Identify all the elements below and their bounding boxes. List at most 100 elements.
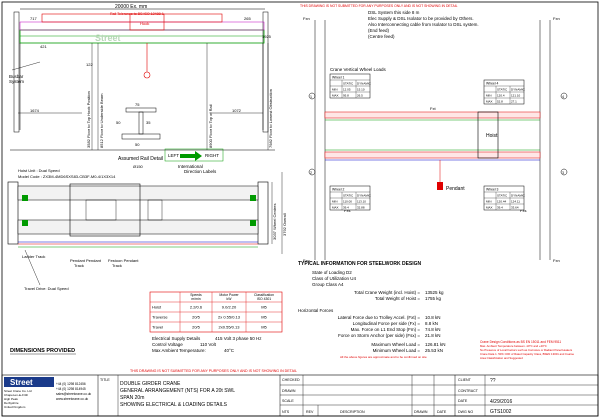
group-class: Group Class A4 — [312, 282, 344, 287]
wheel-box-r2a: MAX — [332, 206, 339, 210]
plan-trolley — [69, 183, 141, 237]
wheel-box-r2b: 95.8 — [343, 94, 349, 98]
rail-dim-bottom: 50 — [135, 142, 140, 147]
wheel-box-r1c: 15.10 — [357, 88, 365, 92]
note-1: DSL System this side 8 m — [368, 10, 420, 15]
force-fxn-right: Fxn — [553, 16, 560, 21]
longitudinal-force-label: Longitudinal Force per side (Fx) = — [353, 321, 421, 326]
street-watermark: Street — [95, 33, 121, 43]
hook-icon — [143, 71, 151, 79]
dim-1072: 1072 — [232, 108, 242, 113]
wheel-box-h2: DYNAMIC — [511, 88, 526, 92]
rev-header: REV — [306, 410, 314, 414]
notice-top: THIS DRAWING IS NOT SUBMITTED FOR ANY PU… — [300, 4, 458, 8]
pendant-label: Pendant — [446, 186, 465, 192]
hook-label: Hook — [140, 21, 149, 26]
force-fxs-left: Fxs — [344, 208, 350, 213]
design-note-c: Crane Data 1. 50% CDF of Rated Capacity … — [480, 352, 574, 356]
perf-header-2: kW — [227, 297, 233, 301]
crane-elevation: 20000 Ex. mm Rail Tolerance to BS ISO 12… — [9, 4, 275, 169]
ambient-temp-value: 40°C — [224, 348, 235, 353]
logo-text: Street — [10, 378, 33, 387]
floor-to-obstruction-dim: 7982 Floor to Lowest Obstruction — [268, 89, 273, 148]
wheel-box-r1c: 124.11 — [511, 200, 520, 204]
title-block: Street Street Crane Co. Ltd Chapel-en-le… — [1, 374, 599, 417]
street-logo — [4, 377, 54, 387]
wheel-box-h1: STATIC — [343, 194, 354, 198]
total-weight-label: Total Crane Weight (incl. Hoist) = — [354, 290, 420, 295]
dim-421: 421 — [40, 44, 47, 49]
wheel-box-r1b: 12.05 — [343, 88, 351, 92]
overall-dim: 3792 Overall — [282, 213, 287, 236]
notice-bottom: THIS DRAWING IS NOT SUBMITTED FOR ANY PU… — [130, 369, 297, 373]
wheel-loads-title: Crane Vertical Wheel Loads — [330, 67, 387, 72]
drawing-title-3: SPAN 20m — [120, 395, 144, 401]
hoist-weight-label: Total Weight of Hoist = — [375, 296, 420, 301]
wheel-box-r2a: MAX — [486, 206, 493, 210]
assumed-rail-detail: 75 35 50 50 Assumed Rail Detail Ø150 — [116, 102, 163, 169]
title-label: TITLE — [100, 378, 110, 382]
wheel-box-id: Wheel 3 — [486, 188, 499, 192]
model-code-label: Model Code : ZX3M-4MD6SXS83-CB3F-M0-4/1X… — [18, 174, 116, 179]
wheel-box-r2b: 52.8 — [497, 100, 503, 104]
state-of-loading: State of Loading D2 — [312, 270, 352, 275]
steelwork-title: TYPICAL INFORMATION FOR STEELWORK DESIGN — [298, 261, 422, 267]
ambient-temp-label: Max Ambient Temperature: — [152, 348, 206, 353]
longitudinal-force-value: 8.8 kN — [425, 321, 438, 326]
drawn-header: DRAWN — [414, 410, 428, 414]
date-label: DATE — [458, 399, 468, 403]
rail-detail-caption: Assumed Rail Detail — [118, 156, 163, 162]
perf-cell: 2.2/0.6 — [190, 305, 203, 310]
horizontal-forces-heading: Horizontal Forces — [298, 308, 334, 313]
address-2: High Peak — [4, 397, 18, 401]
electrical-supply-value: 415 Volt 3 phase 50 Hz — [215, 336, 262, 341]
wheel-box-id: Wheel 2 — [332, 188, 345, 192]
wheel-2-marker: 2 — [310, 171, 312, 175]
dim-1925: 1925 — [262, 34, 272, 39]
max-wheel-load-value: 126.81 kN — [425, 342, 446, 347]
perf-cell: Travel — [152, 325, 163, 330]
note-5: (Centre feed) — [368, 34, 395, 39]
control-voltage-label: Control Voltage — [152, 342, 183, 347]
hoist-weight-value: 1755 kg — [425, 296, 442, 301]
dsl-notes: DSL System this side 8 m Elec Supply & D… — [368, 10, 479, 39]
plan-girder-1 — [17, 185, 259, 201]
steelwork-footnote: All the above figures are approximate an… — [340, 355, 427, 359]
force-fxn-left: Fxn — [303, 16, 310, 21]
girder — [19, 29, 265, 44]
max-wheel-load-label: Maximum Wheel Load = — [371, 342, 420, 347]
floor-to-hook-dim: 3582 Floor to Top Hook Position — [86, 91, 91, 148]
perf-cell: Hoist — [152, 305, 162, 310]
dim-265: 265 — [244, 16, 251, 21]
left-label: LEFT — [168, 153, 179, 158]
wheel-box-r2c: 33.64 — [511, 206, 519, 210]
wheel-box-r1c: 113.10 — [357, 200, 366, 204]
min-wheel-load-label: Minimum Wheel Load = — [373, 348, 421, 353]
wheel-box-h2: DYNAMIC — [357, 82, 372, 86]
client-value: ?? — [490, 378, 496, 384]
storm-anchor-force-value: 21.8 kN — [425, 333, 441, 338]
wheel-3-marker: 3 — [562, 171, 564, 175]
email: sales@streetcrane.co.uk — [56, 392, 92, 396]
dimensions-provided-note: DIMENSIONS PROVIDED — [10, 348, 75, 354]
perf-cell: 2x0.55/0.13 — [219, 325, 241, 330]
perf-cell: M5 — [261, 315, 267, 320]
wheel-box-r1a: MIN — [332, 88, 338, 92]
force-fxt: Fxt — [430, 106, 436, 111]
drawing-title-1: DOUBLE GIRDER CRANE — [120, 381, 181, 387]
note-4: (End feed) — [368, 28, 390, 33]
rail-dim-side: 35 — [146, 120, 151, 125]
rail-dim-top: 75 — [135, 102, 140, 107]
perf-header-1: Speeds — [190, 293, 202, 297]
drawn-label: DRAWN — [282, 389, 296, 393]
wheel-box-r2b: 39.4 — [343, 206, 349, 210]
ladder-track-label: Ladder Track — [22, 254, 45, 259]
address-4: United Kingdom — [4, 405, 26, 409]
wheel-box-r1b: 120.4 — [497, 94, 505, 98]
